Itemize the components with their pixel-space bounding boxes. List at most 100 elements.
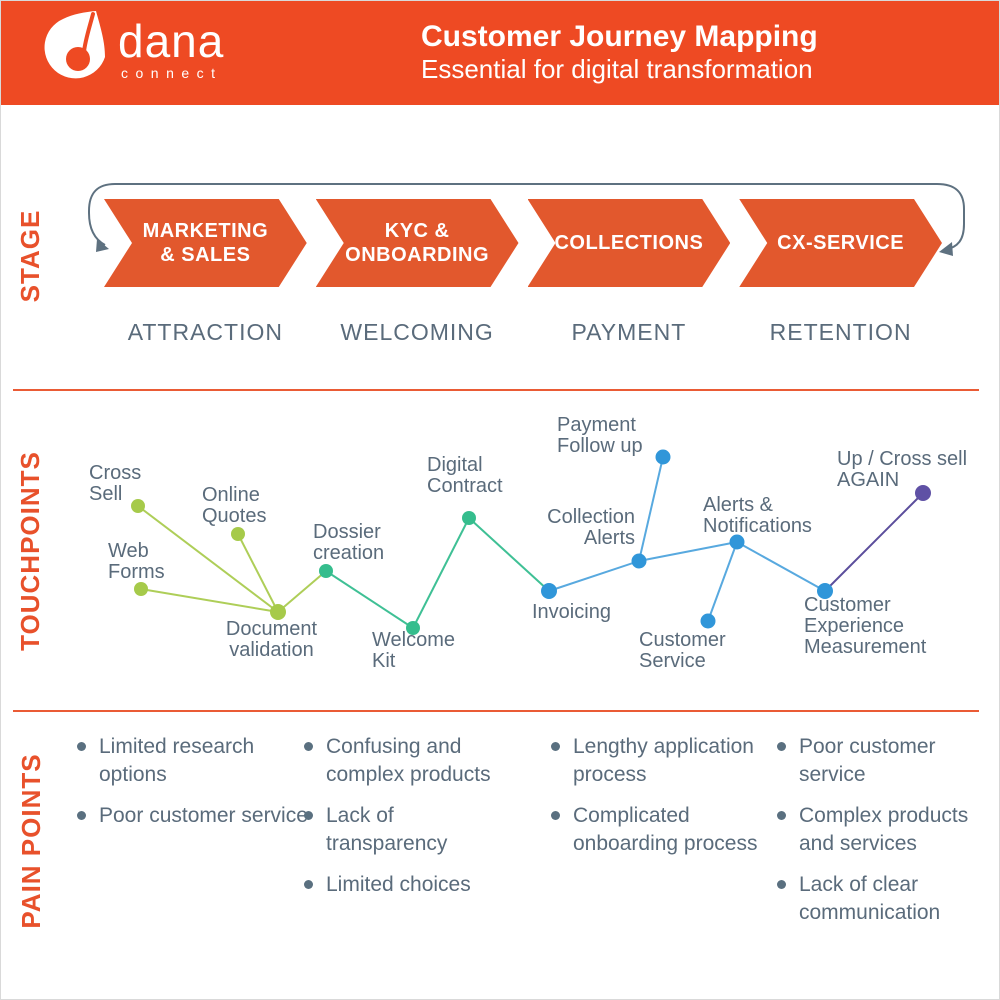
touchpoint-dot-invoicing	[541, 583, 557, 599]
pain-point-item: Complex products and services	[777, 802, 973, 858]
pain-point-item: Poor customer service	[777, 733, 973, 789]
edge-welcome-kit-to-digital-contract	[412, 517, 470, 629]
pain-point-item: Lengthy application process	[551, 733, 763, 789]
touchpoint-label-document-validation: Document validation	[225, 618, 318, 661]
edge-document-validation-to-dossier-creation	[277, 570, 327, 613]
edge-cross-sell-to-document-validation	[137, 505, 279, 613]
touchpoint-label-up-cross-sell-again: Up / Cross sell AGAIN	[837, 448, 968, 491]
logo-text: dana connect	[118, 15, 225, 81]
pain-point-text: Lack of clear communication	[799, 873, 941, 924]
touchpoint-label-welcome-kit: Welcome Kit	[372, 629, 455, 672]
touchpoint-dot-cross-sell	[131, 499, 145, 513]
bullet-icon	[777, 880, 786, 889]
header: dana connect Customer Journey Mapping Es…	[1, 1, 999, 105]
bullet-icon	[304, 742, 313, 751]
touchpoints-journey-line	[131, 449, 931, 635]
edge-online-quotes-to-document-validation	[237, 533, 279, 613]
stage-sublabel-retention: RETENTION	[769, 319, 912, 345]
page-title: Customer Journey Mapping	[421, 20, 818, 53]
touchpoint-dot-customer-experience	[817, 583, 833, 599]
touchpoint-label-digital-contract: Digital Contract	[427, 454, 503, 497]
edge-digital-contract-to-invoicing	[468, 517, 550, 592]
bullet-icon	[777, 742, 786, 751]
touchpoint-label-cross-sell: Cross Sell	[89, 462, 142, 505]
bullet-icon	[304, 880, 313, 889]
pain-point-text: Complex products and services	[799, 804, 969, 855]
touchpoint-dot-dossier-creation	[319, 564, 333, 578]
touchpoint-dot-customer-service	[700, 613, 716, 629]
pain-point-item: Confusing and complex products	[304, 733, 519, 789]
bullet-icon	[77, 742, 86, 751]
touchpoint-dot-digital-contract	[462, 511, 476, 525]
pain-point-text: Limited research options	[99, 735, 255, 786]
touchpoint-label-web-forms: Web Forms	[108, 540, 165, 583]
edge-alerts-notifications-to-customer-service	[707, 541, 738, 622]
section-divider-top	[13, 389, 979, 391]
touchpoint-dot-welcome-kit	[406, 621, 420, 635]
stage-sublabel-attraction: ATTRACTION	[127, 319, 283, 345]
pain-point-item: Complicated onboarding process	[551, 802, 763, 858]
bullet-icon	[777, 811, 786, 820]
bullet-icon	[77, 811, 86, 820]
edge-web-forms-to-document-validation	[140, 588, 279, 613]
stage-section-label: STAGE	[15, 209, 45, 303]
edge-dossier-creation-to-welcome-kit	[325, 570, 414, 629]
pain-point-text: Lack of transparency	[326, 804, 448, 855]
bullet-icon	[304, 811, 313, 820]
stage-sublabels: ATTRACTION WELCOMING PAYMENT RETENTION	[104, 319, 942, 346]
pain-point-text: Lengthy application process	[573, 735, 754, 786]
edge-collection-alerts-to-alerts-notifications	[638, 541, 738, 562]
pain-point-item: Poor customer service	[77, 802, 309, 830]
touchpoint-dot-online-quotes	[231, 527, 245, 541]
touchpoint-label-alerts-notifications: Alerts & Notifications	[703, 494, 812, 537]
touchpoint-label-dossier-creation: Dossier creation	[313, 521, 385, 564]
dana-logo-icon	[44, 11, 105, 79]
touchpoint-dot-collection-alerts	[631, 553, 647, 569]
section-divider-bottom	[13, 710, 979, 712]
stage-chevron-kyc-onboarding: KYC & ONBOARDING	[316, 199, 519, 287]
logo: dana connect	[34, 9, 224, 95]
logo-subname: connect	[121, 65, 223, 81]
touchpoint-dot-up-cross-sell-again	[915, 485, 931, 501]
stage-sublabel-welcoming: WELCOMING	[340, 319, 494, 345]
touchpoint-label-customer-service: Customer Service	[639, 629, 726, 672]
pain-point-item: Lack of clear communication	[777, 871, 973, 927]
touchpoint-label-payment-follow-up: Payment Follow up	[557, 414, 643, 457]
painpoints-section-label: PAIN POINTS	[16, 753, 46, 929]
pain-point-item: Limited research options	[77, 733, 309, 789]
pain-point-text: Confusing and complex products	[326, 735, 491, 786]
pain-point-text: Poor customer service	[99, 804, 308, 827]
edge-customer-experience-to-up-cross-sell-again	[824, 492, 924, 592]
edge-invoicing-to-collection-alerts	[548, 560, 640, 592]
touchpoint-dot-document-validation	[270, 604, 286, 620]
pain-point-item: Limited choices	[304, 871, 519, 899]
logo-name: dana	[118, 15, 225, 67]
edge-alerts-notifications-to-customer-experience	[736, 541, 826, 592]
touchpoint-dot-payment-follow-up	[655, 449, 671, 465]
header-titles: Customer Journey Mapping Essential for d…	[421, 20, 818, 84]
bullet-icon	[551, 811, 560, 820]
pain-point-text: Poor customer service	[799, 735, 936, 786]
touchpoint-dot-web-forms	[134, 582, 148, 596]
touchpoint-label-invoicing: Invoicing	[532, 601, 611, 623]
bullet-icon	[551, 742, 560, 751]
pain-point-text: Complicated onboarding process	[573, 804, 758, 855]
stage-sublabel-payment: PAYMENT	[571, 319, 687, 345]
touchpoint-label-online-quotes: Online Quotes	[202, 484, 267, 527]
touchpoint-dot-alerts-notifications	[729, 534, 745, 550]
touchpoint-label-collection-alerts: Collection Alerts	[547, 506, 635, 549]
pain-point-text: Limited choices	[326, 873, 471, 896]
page-subtitle: Essential for digital transformation	[421, 54, 813, 84]
touchpoint-label-customer-experience: Customer Experience Measurement	[804, 594, 927, 658]
edge-collection-alerts-to-payment-follow-up	[638, 456, 664, 562]
stage-chevron-marketing-sales: MARKETING & SALES	[104, 199, 307, 287]
pain-point-item: Lack of transparency	[304, 802, 519, 858]
stage-chevron-collections: COLLECTIONS	[528, 199, 731, 287]
